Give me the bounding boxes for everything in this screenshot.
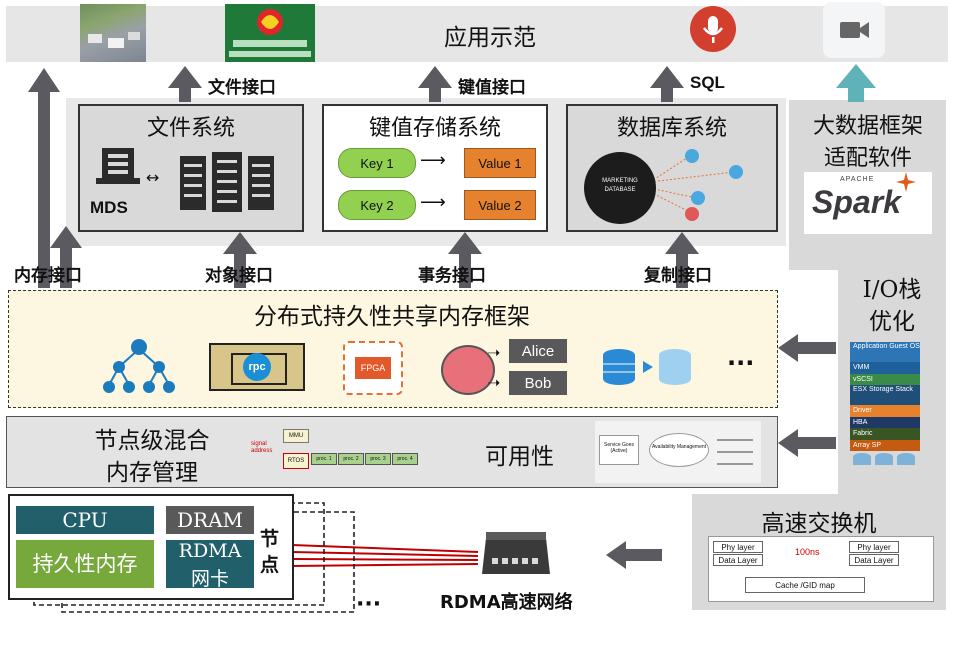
node-memory-line1: 节点级混合 bbox=[94, 428, 210, 454]
more-ellipsis: ··· bbox=[727, 349, 755, 377]
io-stack-line1: I/O栈 bbox=[862, 277, 922, 303]
sql-interface-label: SQL bbox=[690, 73, 725, 92]
proc-1-box: proc. 1 bbox=[311, 453, 337, 465]
database-replication-icon bbox=[603, 349, 691, 385]
network-switch-icon bbox=[482, 532, 550, 574]
app-demo-title: 应用示范 bbox=[444, 25, 536, 51]
io-stack-line2: 优化 bbox=[869, 309, 915, 335]
node-memory-management: 节点级混合 内存管理 signal address MMU RTOS proc.… bbox=[6, 416, 778, 488]
value-2-box: Value 2 bbox=[464, 190, 536, 220]
io-layer-fabric: Fabric bbox=[850, 428, 920, 440]
rtos-box: RTOS bbox=[283, 453, 309, 469]
switch-diagram: Phy layer Data Layer 100ns Phy layer Dat… bbox=[708, 536, 934, 602]
io-layer-array-sp: Array SP bbox=[850, 439, 920, 451]
mds-label: MDS bbox=[90, 198, 128, 217]
left-data-layer: Data Layer bbox=[713, 554, 763, 566]
rpc-icon: rpc bbox=[209, 343, 305, 391]
database-center-line2: DATABASE bbox=[604, 187, 636, 193]
node-ellipsis: ··· bbox=[356, 592, 382, 617]
bigdata-title-line2: 适配软件 bbox=[823, 146, 912, 171]
cache-gid-map: Cache /GID map bbox=[745, 577, 865, 593]
database-title: 数据库系统 bbox=[616, 116, 727, 141]
io-layer-driver: Driver bbox=[850, 405, 920, 417]
fpga-label: FPGA bbox=[355, 357, 391, 379]
marketing-database-diagram bbox=[584, 149, 743, 224]
dram-box: DRAM bbox=[166, 506, 254, 534]
io-layer-vscsi: vSCSI bbox=[850, 373, 920, 385]
source-node-circle bbox=[441, 345, 495, 395]
switch-title: 高速交换机 bbox=[761, 511, 877, 537]
spark-wordmark: Spark bbox=[812, 184, 901, 220]
node-box: CPU DRAM 持久性内存 RDMA 网卡 节 点 bbox=[8, 494, 294, 600]
tree-network-icon bbox=[103, 339, 175, 393]
rdma-nic-box: RDMA 网卡 bbox=[166, 540, 254, 590]
file-interface-label: 文件接口 bbox=[208, 78, 276, 98]
traffic-image-icon bbox=[80, 4, 146, 62]
right-phy-layer: Phy layer bbox=[849, 541, 899, 553]
app-demo-bar bbox=[6, 6, 948, 62]
double-arrow-icon: ↔ bbox=[146, 168, 160, 187]
kv-store-title: 键值存储系统 bbox=[368, 116, 501, 141]
io-layer-hba: HBA bbox=[850, 416, 920, 428]
proc-3-box: proc. 3 bbox=[365, 453, 391, 465]
node-char-1: 节 bbox=[260, 528, 280, 550]
microphone-icon bbox=[690, 6, 736, 52]
replication-interface-label: 复制接口 bbox=[644, 266, 712, 286]
spark-star-icon bbox=[896, 172, 916, 192]
io-layer-application: Application Guest OS bbox=[850, 342, 920, 362]
rpc-label: rpc bbox=[243, 353, 271, 381]
server-rack-icon bbox=[180, 152, 274, 212]
mmu-box: MMU bbox=[283, 429, 309, 443]
service-goes-box: Service Goes (Active) bbox=[599, 435, 639, 465]
availability-diagram: Service Goes (Active) Availability Manag… bbox=[595, 421, 761, 483]
availability-management-ellipse: Availability Management bbox=[649, 433, 709, 467]
proc-4-box: proc. 4 bbox=[392, 453, 418, 465]
license-image-icon bbox=[225, 4, 315, 62]
availability-label: 可用性 bbox=[485, 444, 554, 470]
bigdata-title-line1: 大数据框架 bbox=[812, 114, 923, 139]
left-phy-layer: Phy layer bbox=[713, 541, 763, 553]
node-memory-line2: 内存管理 bbox=[106, 460, 198, 486]
object-interface-label: 对象接口 bbox=[205, 266, 273, 286]
kv-store-box: 键值存储系统 Key 1 Key 2 ⟶ ⟶ Value 1 Value 2 bbox=[322, 104, 548, 232]
value-1-box: Value 1 bbox=[464, 148, 536, 178]
disk-array-icon bbox=[853, 453, 915, 465]
cpu-box: CPU bbox=[16, 506, 154, 534]
bob-label: Bob bbox=[509, 371, 567, 395]
io-layer-esx: ESX Storage Stack bbox=[850, 385, 920, 405]
alice-label: Alice bbox=[509, 339, 567, 363]
fpga-chip-icon: FPGA bbox=[343, 341, 403, 395]
memory-interface-label: 内存接口 bbox=[14, 266, 82, 286]
file-system-title: 文件系统 bbox=[146, 116, 235, 141]
file-system-box: 文件系统 MDS ↔ bbox=[78, 104, 304, 232]
rdma-nic-line2: 网卡 bbox=[190, 568, 229, 590]
arrow-right-icon: ⟶ bbox=[420, 150, 446, 171]
mds-server-icon bbox=[96, 148, 140, 184]
transaction-interface-label: 事务接口 bbox=[418, 266, 486, 286]
latency-label: 100ns bbox=[795, 547, 820, 557]
apache-label: APACHE bbox=[840, 176, 875, 183]
persistent-memory-box: 持久性内存 bbox=[16, 540, 154, 588]
signal-address-label: signal address bbox=[251, 441, 273, 454]
io-layer-vmm: VMM bbox=[850, 362, 920, 374]
rdma-network-label: RDMA高速网络 bbox=[440, 592, 573, 613]
shared-memory-title: 分布式持久性共享内存框架 bbox=[254, 304, 530, 330]
database-system-box: 数据库系统 MARKETING DATABASE bbox=[566, 104, 778, 232]
io-stack-layers: Application Guest OS VMM vSCSI ESX Stora… bbox=[850, 342, 920, 473]
spark-logo: APACHE Spark bbox=[804, 172, 932, 234]
kv-interface-label: 键值接口 bbox=[458, 78, 526, 98]
arrow-to-alice-icon: ➝ bbox=[487, 343, 501, 362]
right-data-layer: Data Layer bbox=[849, 554, 899, 566]
key-2-pill: Key 2 bbox=[338, 190, 416, 220]
arrow-right-icon: ⟶ bbox=[420, 192, 446, 213]
key-1-pill: Key 1 bbox=[338, 148, 416, 178]
shared-memory-framework: 分布式持久性共享内存框架 rpc FPGA ➝ ➝ Alice Bob ··· bbox=[8, 290, 778, 408]
proc-2-box: proc. 2 bbox=[338, 453, 364, 465]
node-char-2: 点 bbox=[260, 554, 280, 576]
database-center-line1: MARKETING bbox=[602, 178, 638, 184]
video-camera-icon bbox=[823, 2, 885, 58]
arrow-to-bob-icon: ➝ bbox=[487, 373, 501, 392]
rdma-nic-line1: RDMA bbox=[178, 540, 242, 562]
